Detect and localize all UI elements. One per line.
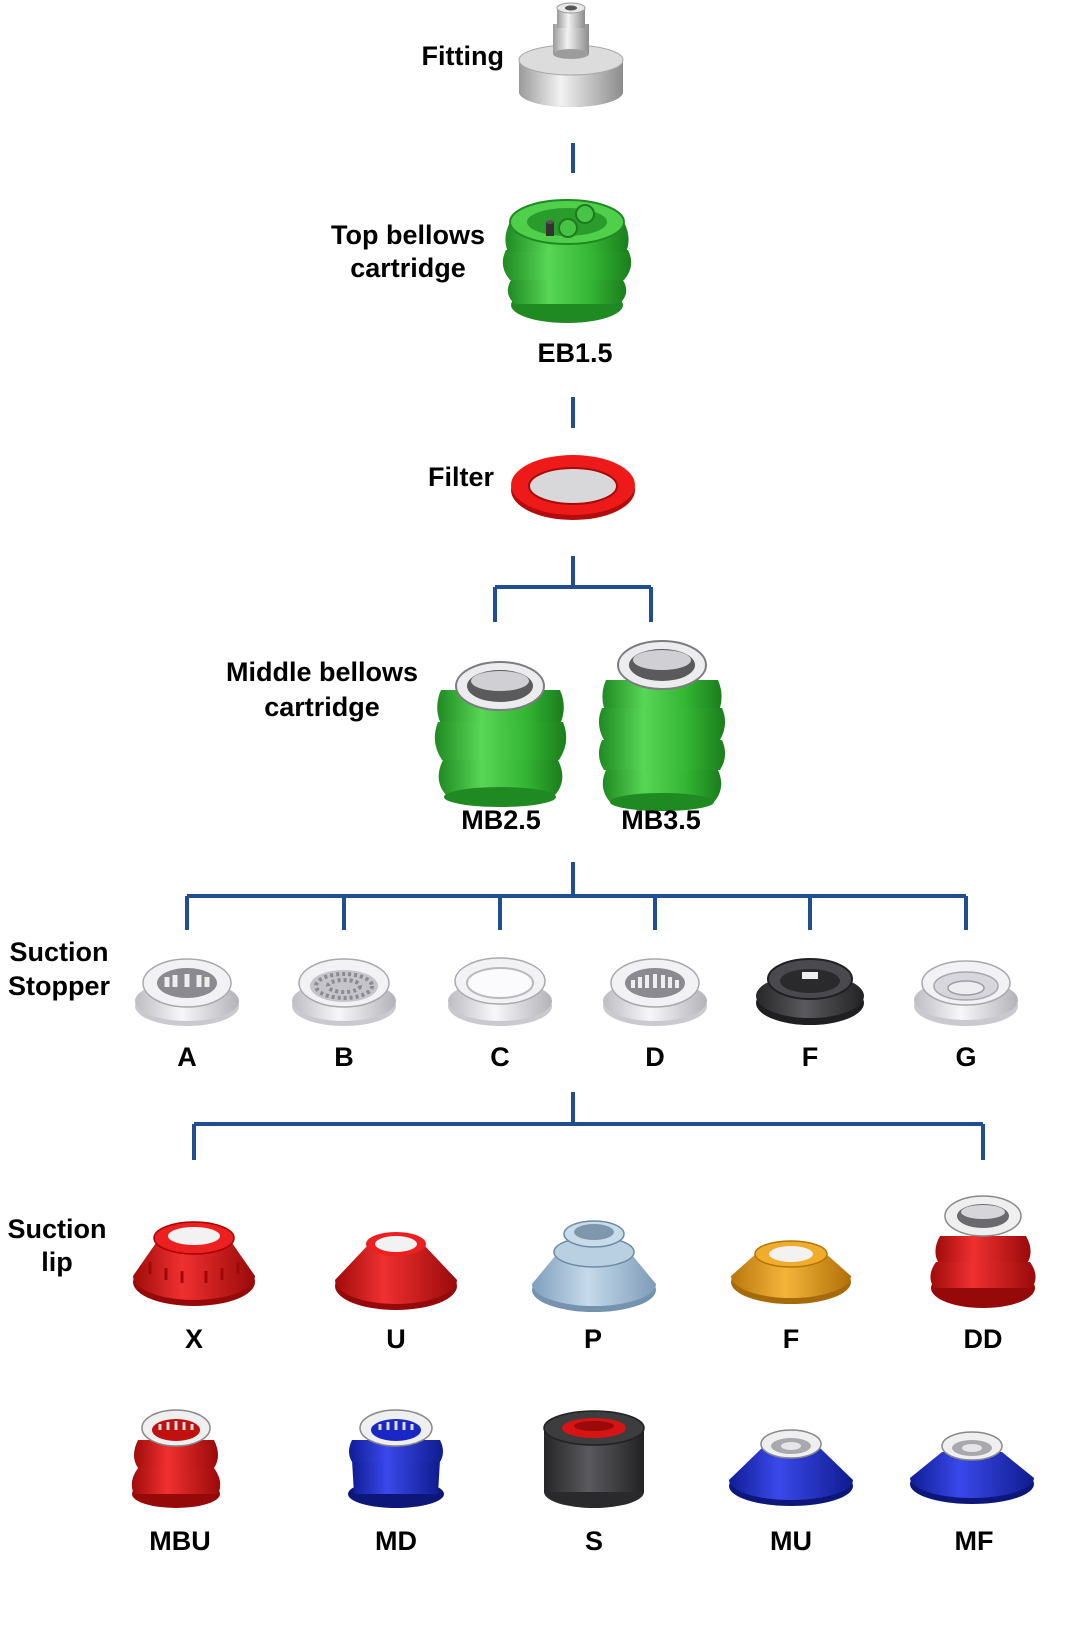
lip-x-icon: [133, 1221, 255, 1306]
lip-u-icon: [335, 1232, 457, 1310]
lip-code-dd: DD: [964, 1324, 1003, 1354]
suction-stopper-label-line2: Stopper: [8, 971, 110, 1001]
lip-code-u: U: [386, 1324, 406, 1354]
lip-dd-icon: [930, 1195, 1036, 1308]
lip-code-x: X: [185, 1324, 203, 1354]
stopper-f-icon: [756, 958, 864, 1025]
middle-bellows-model-1: MB2.5: [461, 805, 541, 835]
fitting-icon: [518, 2, 624, 107]
stopper-b-icon: [292, 958, 396, 1026]
lip-code-s: S: [585, 1526, 603, 1556]
connector-stoppers-suction-lips: [192, 1092, 985, 1160]
stopper-c-icon: [448, 957, 552, 1026]
stopper-code-g: G: [955, 1042, 976, 1072]
stopper-code-a: A: [177, 1042, 197, 1072]
lip-code-f: F: [783, 1324, 800, 1354]
filter-label: Filter: [428, 462, 495, 492]
fitting-label: Fitting: [422, 41, 504, 71]
middle-bellows: Middle bellows cartridge MB2.5 MB3.5: [226, 640, 726, 835]
suction-stopper-label-line1: Suction: [10, 937, 109, 967]
middle-bellows-mb3-5-icon: [598, 640, 726, 811]
connector-middle-bellows-stoppers: [185, 862, 968, 930]
top-bellows-model: EB1.5: [537, 338, 612, 368]
stopper-a-icon: [135, 958, 239, 1026]
filter: Filter: [428, 455, 635, 520]
middle-bellows-mb2-5-icon: [434, 661, 567, 807]
stopper-code-c: C: [490, 1042, 510, 1072]
middle-bellows-label-line1: Middle bellows: [226, 657, 418, 687]
lip-p-icon: [532, 1220, 656, 1312]
lip-code-mbu: MBU: [149, 1526, 211, 1556]
lip-mbu-icon: [131, 1409, 221, 1508]
lip-code-mf: MF: [955, 1526, 994, 1556]
suction-lip-label-line2: lip: [41, 1247, 73, 1277]
suction-lip-label-line1: Suction: [8, 1214, 107, 1244]
lip-md-icon: [348, 1409, 444, 1508]
top-bellows: Top bellows cartridge EB1.5: [331, 199, 632, 368]
middle-bellows-model-2: MB3.5: [621, 805, 701, 835]
stopper-code-b: B: [334, 1042, 354, 1072]
stopper-d-icon: [603, 958, 707, 1026]
lip-code-p: P: [584, 1324, 602, 1354]
suction-lip: Suction lip: [8, 1195, 1036, 1556]
middle-bellows-label-line2: cartridge: [264, 692, 380, 722]
lip-code-md: MD: [375, 1526, 417, 1556]
lip-f-icon: [731, 1240, 851, 1304]
connector-filter-middle-bellows: [493, 556, 653, 622]
top-bellows-label-line2: cartridge: [350, 253, 466, 283]
connector-lines: [185, 143, 985, 1160]
top-bellows-cartridge-icon: [502, 199, 632, 323]
suction-stopper: Suction Stopper: [8, 937, 1018, 1072]
lip-s-icon: [543, 1410, 645, 1508]
stopper-code-d: D: [645, 1042, 665, 1072]
stopper-g-icon: [914, 960, 1018, 1026]
stopper-code-f: F: [802, 1042, 819, 1072]
lip-mf-icon: [910, 1431, 1034, 1504]
lip-code-mu: MU: [770, 1526, 812, 1556]
lip-mu-icon: [729, 1429, 853, 1506]
filter-icon: [511, 455, 635, 520]
top-bellows-label-line1: Top bellows: [331, 220, 485, 250]
fitting: Fitting: [422, 2, 624, 107]
